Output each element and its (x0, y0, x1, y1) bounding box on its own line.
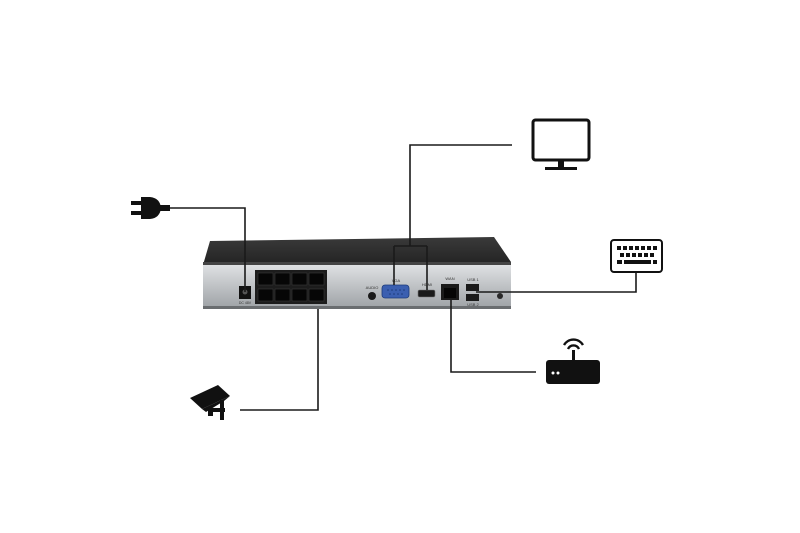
poe-port-2 (274, 272, 291, 286)
nvr-top-cover (203, 237, 511, 265)
monitor-icon (531, 118, 591, 170)
poe-port-5 (257, 288, 274, 302)
usb2-label: USB 2 (467, 302, 479, 307)
poe-port-4 (308, 272, 325, 286)
camera-connection-line (240, 309, 319, 411)
nvr-device: DC 48V AUDIO VGA HDMI (203, 237, 511, 309)
router-connection-line (450, 298, 536, 373)
usb-port-1 (466, 284, 479, 291)
poe-port-6 (274, 288, 291, 302)
dc-label: DC 48V (239, 301, 252, 305)
audio-label: AUDIO (366, 285, 379, 290)
power-connection-line (170, 207, 246, 292)
poe-ports (255, 270, 327, 304)
nvr-rear-panel (203, 262, 511, 309)
monitor-connection-line (409, 144, 512, 246)
vga-label: VGA (392, 278, 401, 283)
wan-port-opening (444, 288, 456, 298)
poe-port-3 (291, 272, 308, 286)
wan-label: WAN (445, 276, 454, 281)
power-plug-icon (131, 197, 170, 219)
ground-screw (497, 293, 503, 299)
poe-port-1 (257, 272, 274, 286)
nvr-panel-edge (203, 262, 511, 265)
usb-port-2 (466, 294, 479, 301)
keyboard-connection-line (476, 273, 637, 293)
poe-port-7 (291, 288, 308, 302)
router-icon (546, 338, 600, 384)
audio-jack (368, 292, 376, 300)
nvr-bottom-edge (203, 306, 511, 309)
keyboard-icon (610, 239, 663, 273)
vga-port (381, 284, 410, 299)
usb1-label: USB 1 (467, 277, 479, 282)
poe-port-8 (308, 288, 325, 302)
hdmi-port (417, 289, 436, 298)
security-camera-icon (190, 385, 230, 420)
